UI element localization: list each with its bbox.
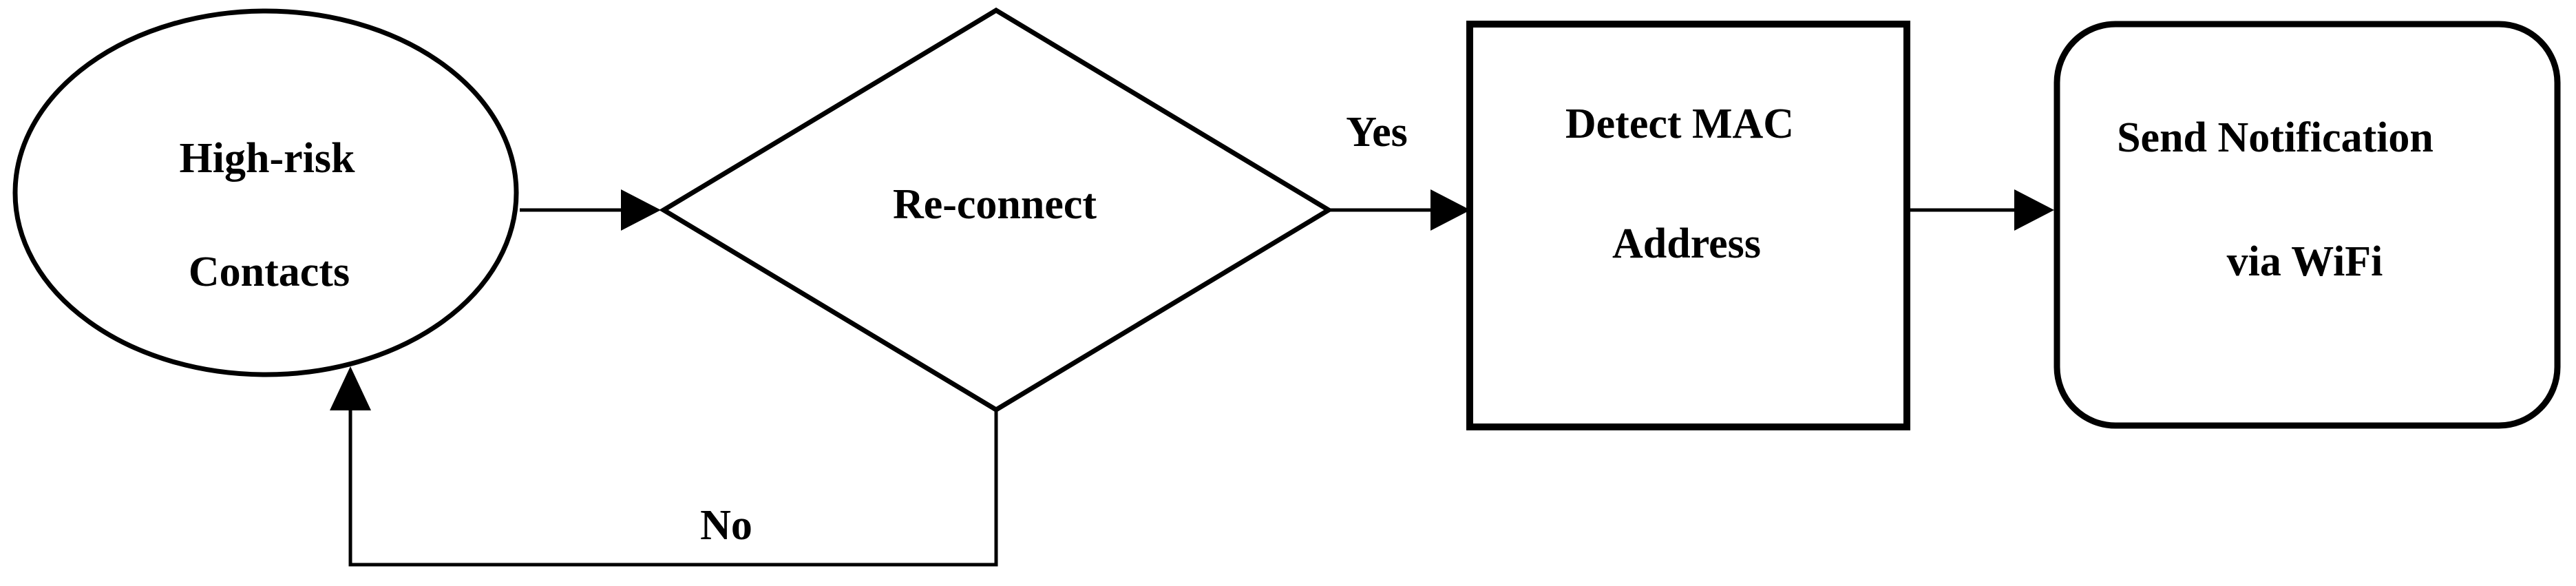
ellipse-shape <box>12 8 519 377</box>
arrowhead-right-icon <box>621 189 661 231</box>
node-label-line2: via WiFi <box>2227 238 2383 285</box>
node-send-notification: Send Notification via WiFi <box>2054 21 2561 429</box>
arrowhead-up-icon <box>330 366 371 410</box>
node-re-connect: Re-connect <box>659 7 1333 413</box>
node-label-line1: Send Notification <box>2117 114 2434 161</box>
connector-loop-line <box>348 410 998 567</box>
rounded-rectangle-shape <box>2054 21 2561 429</box>
edge-reconnect-no-loop: No <box>330 366 998 567</box>
node-label-line1: High-risk <box>180 135 355 182</box>
arrowhead-right-icon <box>1430 189 1470 231</box>
arrowhead-right-icon <box>2014 189 2054 231</box>
diamond-shape <box>659 7 1333 413</box>
node-label-line1: Detect MAC <box>1565 101 1794 147</box>
node-detect-mac-address: Detect MAC Address <box>1466 21 1910 430</box>
edge-label-no: No <box>700 502 752 549</box>
node-label-line2: Contacts <box>189 249 350 295</box>
node-high-risk-contacts: High-risk Contacts <box>12 8 519 377</box>
rectangle-shape <box>1466 21 1910 430</box>
edge-label-yes: Yes <box>1346 109 1408 156</box>
edge-contacts-to-reconnect <box>520 189 661 231</box>
node-label-line2: Address <box>1612 220 1761 267</box>
edge-detectmac-to-notification <box>1908 189 2054 231</box>
node-label-line1: Re-connect <box>893 181 1097 228</box>
edge-reconnect-to-detectmac: Yes <box>1329 109 1470 231</box>
